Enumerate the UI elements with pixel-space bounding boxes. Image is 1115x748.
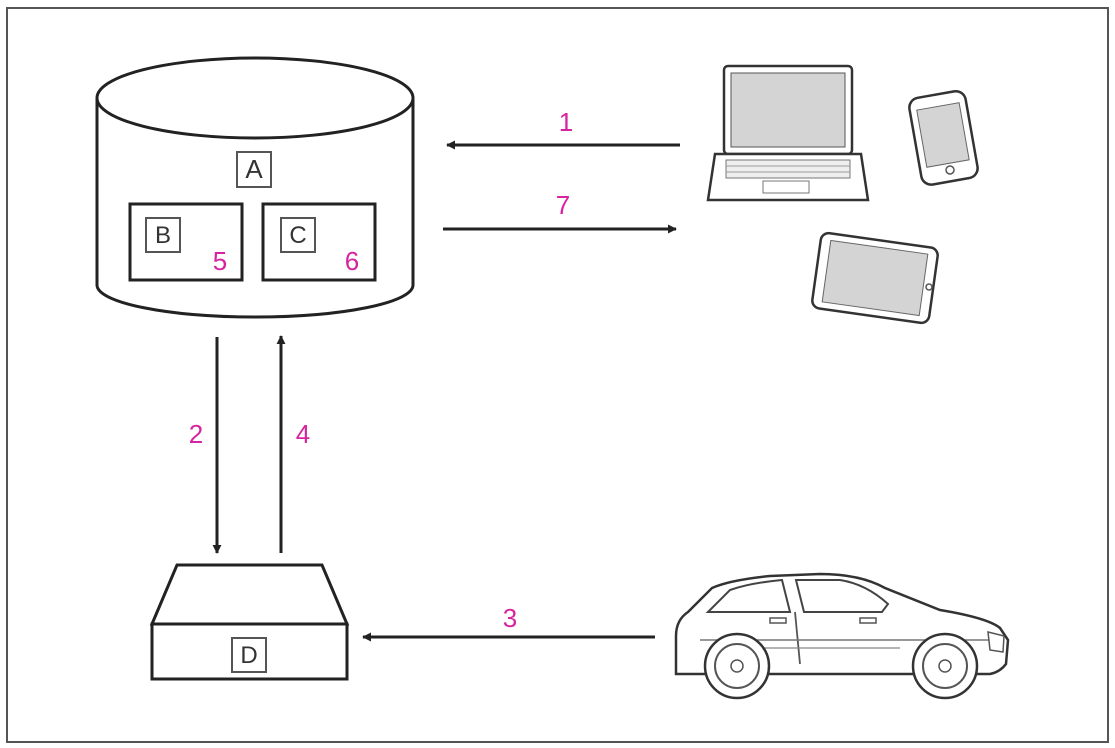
database-c-label-box	[280, 217, 316, 253]
step-3-label: 3	[503, 603, 517, 633]
smartphone-icon	[908, 89, 979, 186]
laptop-icon	[706, 64, 870, 202]
tablet-icon	[811, 231, 939, 325]
device-d: D	[149, 563, 350, 681]
database-b-label: B	[155, 222, 171, 249]
step-4-label: 4	[296, 419, 310, 449]
step-2-label: 2	[189, 419, 203, 449]
server-cylinder: A B 5 C 6	[95, 56, 415, 319]
database-b-label-box	[145, 217, 181, 253]
step-1-label: 1	[559, 107, 573, 137]
device-label: D	[240, 642, 257, 669]
step-7-label: 7	[556, 190, 570, 220]
database-c-label: C	[289, 222, 306, 249]
step-5-label: 5	[213, 246, 227, 276]
step-6-label: 6	[345, 246, 359, 276]
server-label: A	[245, 154, 263, 184]
device-label-box	[231, 637, 267, 673]
car-icon	[674, 572, 1010, 700]
server-label-box	[236, 151, 272, 188]
